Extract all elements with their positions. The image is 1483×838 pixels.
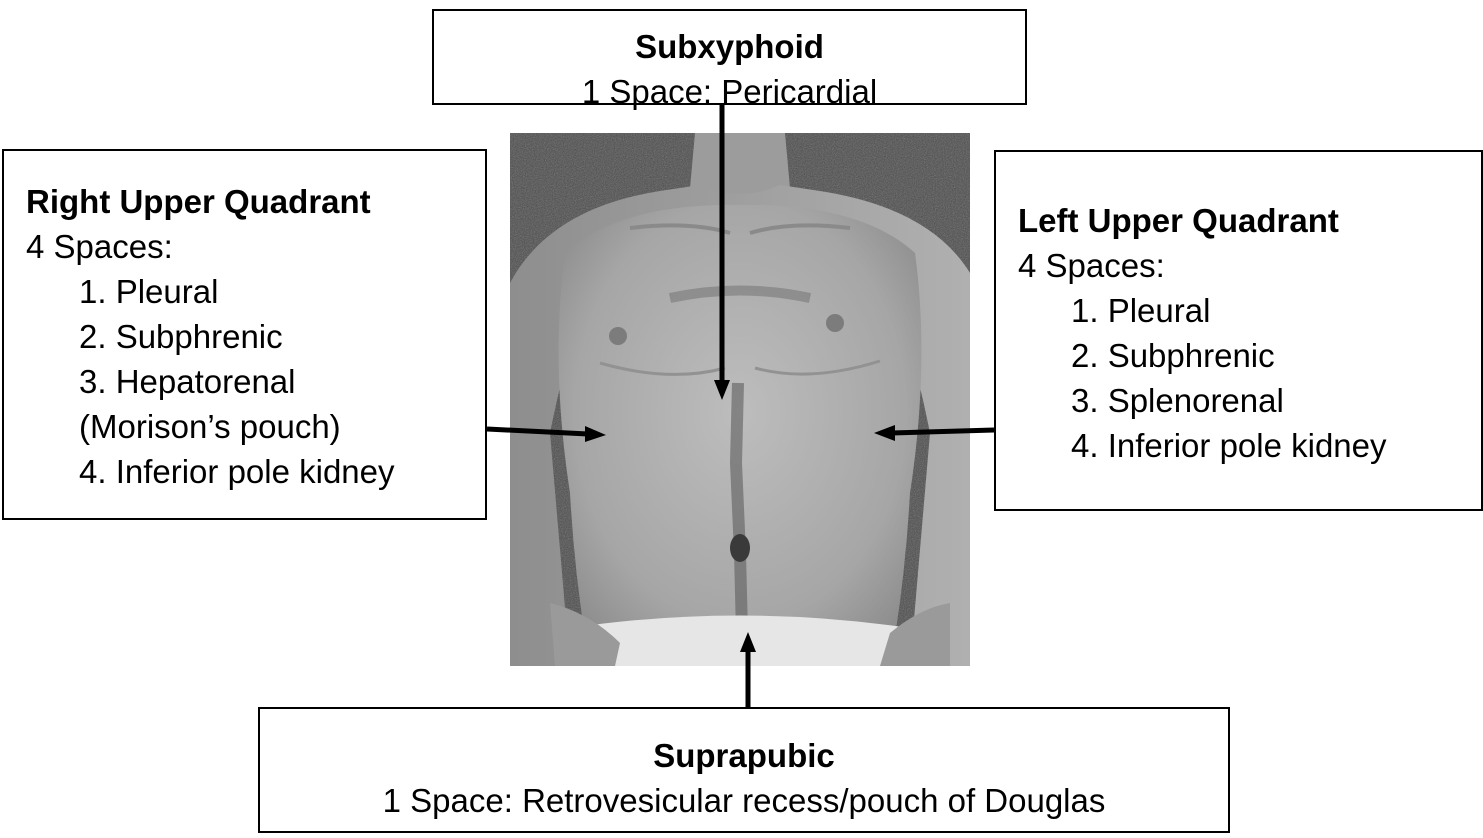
torso-photo — [510, 133, 970, 666]
ruq-item: 2. Subphrenic — [79, 318, 283, 355]
luq-item: 4. Inferior pole kidney — [1071, 427, 1387, 464]
right-upper-quadrant-box: Right Upper Quadrant 4 Spaces: 1. Pleura… — [2, 149, 487, 520]
luq-item: 3. Splenorenal — [1071, 382, 1284, 419]
left-upper-quadrant-box: Left Upper Quadrant 4 Spaces: 1. Pleural… — [994, 150, 1483, 511]
subxyphoid-spaces: 1 Space: Pericardial — [581, 73, 878, 110]
ruq-item: (Morison’s pouch) — [79, 408, 341, 445]
luq-title: Left Upper Quadrant — [1018, 202, 1339, 239]
ruq-item: 4. Inferior pole kidney — [79, 453, 395, 490]
suprapubic-spaces: 1 Space: Retrovesicular recess/pouch of … — [382, 782, 1106, 819]
luq-subtitle: 4 Spaces: — [1018, 247, 1165, 284]
suprapubic-box: Suprapubic 1 Space: Retrovesicular reces… — [258, 707, 1230, 833]
ruq-item: 3. Hepatorenal — [79, 363, 296, 400]
ruq-subtitle: 4 Spaces: — [26, 228, 173, 265]
subxyphoid-box: Subxyphoid 1 Space: Pericardial — [432, 9, 1027, 110]
ruq-item: 1. Pleural — [79, 273, 219, 310]
luq-item: 1. Pleural — [1071, 292, 1211, 329]
subxyphoid-title: Subxyphoid — [635, 28, 824, 65]
ruq-title: Right Upper Quadrant — [26, 183, 371, 220]
suprapubic-title: Suprapubic — [653, 737, 835, 774]
luq-item: 2. Subphrenic — [1071, 337, 1275, 374]
